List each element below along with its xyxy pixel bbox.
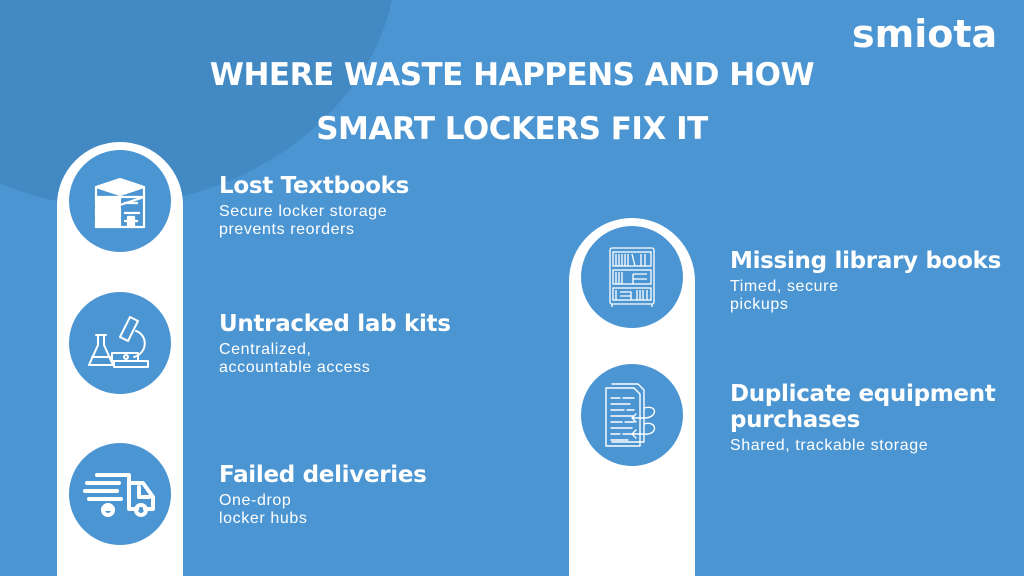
duplicate-documents-icon-circle (581, 364, 683, 466)
item-heading: Untracked lab kits (219, 311, 451, 337)
textbooks-icon (94, 177, 146, 229)
lab-kit-icon (88, 316, 149, 368)
item-heading: Failed deliveries (219, 462, 427, 488)
item-untracked-lab-kits: Untracked lab kits Centralized,accountab… (219, 311, 451, 377)
textbooks-icon-circle (69, 150, 171, 252)
bookshelf-icon (609, 247, 655, 307)
duplicate-documents-icon (605, 383, 656, 447)
page-title: WHERE WASTE HAPPENS AND HOW SMART LOCKER… (0, 48, 1024, 156)
item-heading: Missing library books (730, 248, 1002, 274)
title-line-2: SMART LOCKERS FIX IT (316, 111, 708, 147)
delivery-truck-icon-circle (69, 443, 171, 545)
item-description: Centralized,accountable access (219, 341, 371, 376)
title-line-1: WHERE WASTE HAPPENS AND HOW (209, 57, 815, 93)
smiota-logo: smiota (852, 12, 998, 56)
delivery-truck-icon (83, 473, 155, 517)
bookshelf-icon-circle (581, 226, 683, 328)
item-heading: Lost Textbooks (219, 173, 410, 199)
item-description: Shared, trackable storage (730, 437, 929, 454)
lab-kit-icon-circle (69, 292, 171, 394)
